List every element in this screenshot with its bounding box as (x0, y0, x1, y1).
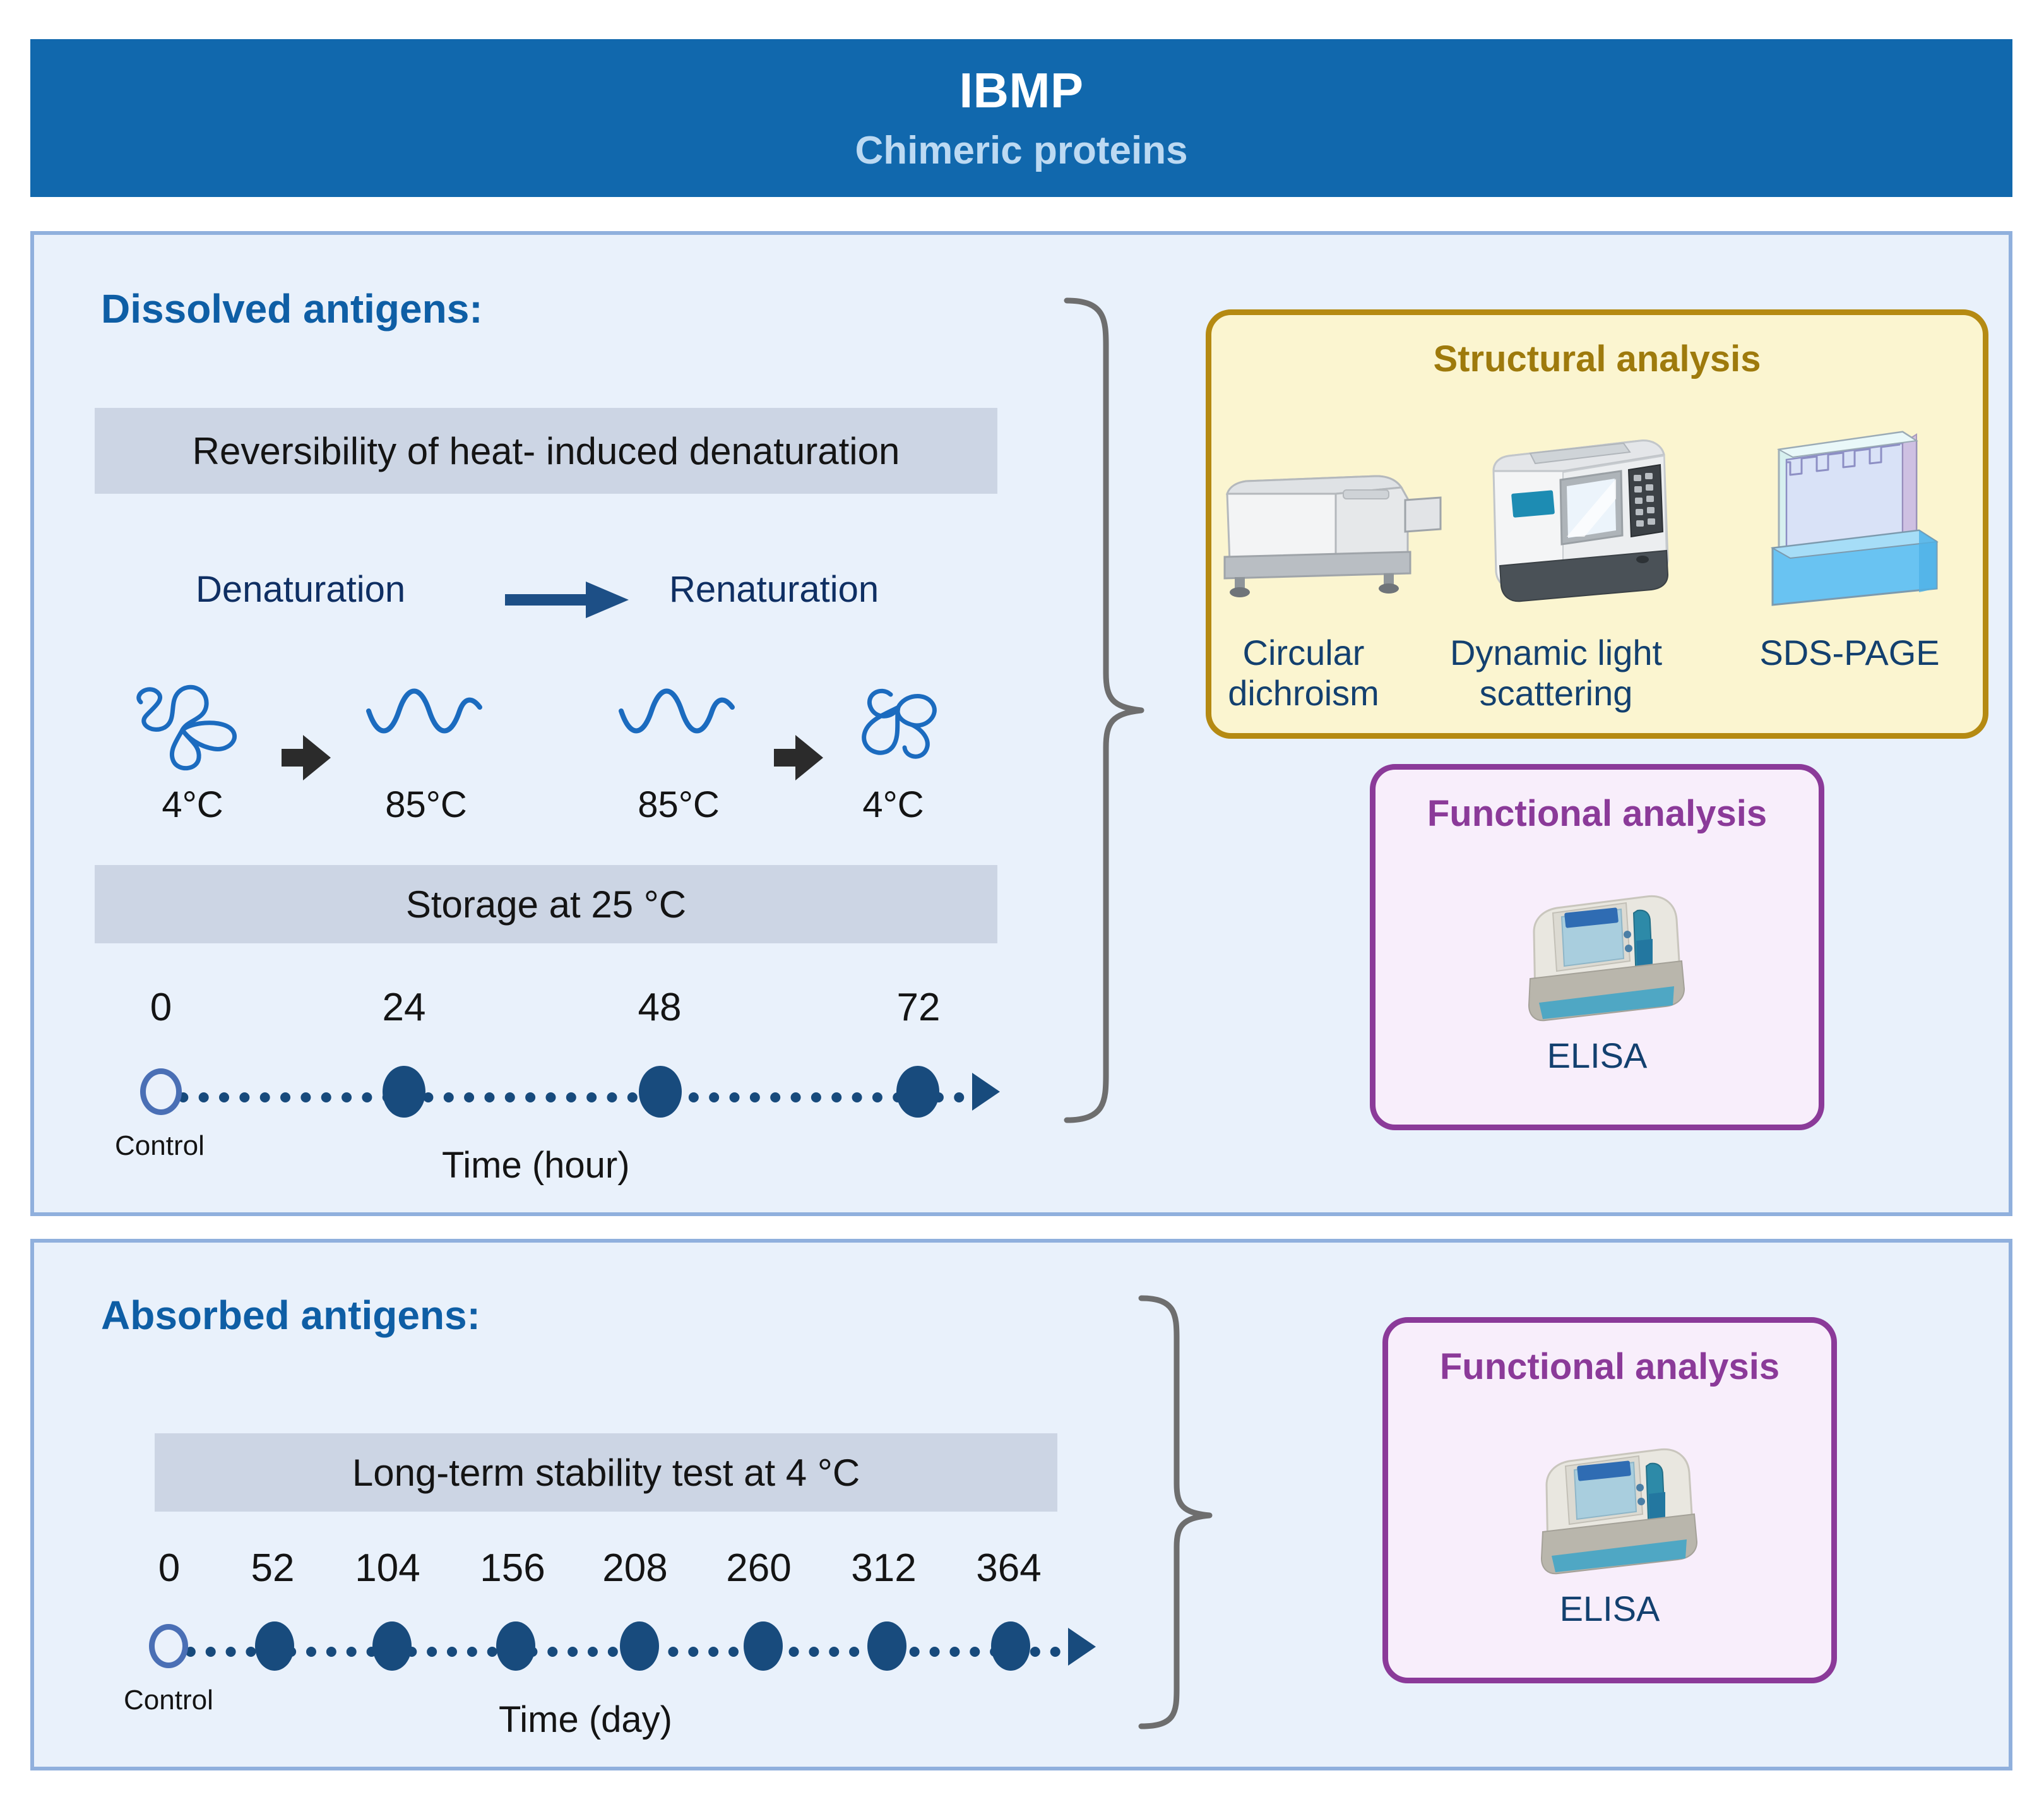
protein-state-3: 85°C (606, 669, 751, 826)
tl-tick-24: 24 (382, 986, 426, 1029)
section-title-dissolved: Dissolved antigens: (101, 286, 483, 331)
timeline-point-156[interactable] (496, 1621, 535, 1671)
brace-absorbed (1136, 1294, 1218, 1733)
timeline-point-48[interactable] (639, 1066, 682, 1118)
timeline-axis-label: Time (hour) (442, 1145, 630, 1186)
instrument-label-cd: Circular dichroism (1228, 633, 1379, 713)
timeline-track (158, 1092, 985, 1102)
tl-day-tick-156: 156 (480, 1546, 545, 1590)
timeline-axis-label-absorbed: Time (day) (499, 1699, 672, 1740)
protein-temp-2: 85°C (385, 784, 467, 825)
tl-day-tick-312: 312 (851, 1546, 917, 1590)
label-denaturation: Denaturation (196, 569, 406, 610)
card-title-functional-top: Functional analysis (1427, 793, 1768, 834)
tl-day-tick-104: 104 (355, 1546, 420, 1590)
timeline-point-260[interactable] (744, 1621, 783, 1671)
tl-day-tick-52: 52 (251, 1546, 295, 1590)
timeline-control-label-absorbed: Control (124, 1685, 213, 1716)
timeline-point-364[interactable] (991, 1621, 1030, 1671)
plate-reader-icon (1528, 1431, 1704, 1585)
timeline-point-control-day[interactable] (149, 1624, 188, 1668)
page-title: IBMP (959, 62, 1084, 118)
instrument-label-elisa-top: ELISA (1547, 1036, 1648, 1075)
right-arrow-icon (505, 578, 631, 625)
protein-temp-1: 4°C (162, 784, 223, 825)
section-title-absorbed: Absorbed antigens: (101, 1293, 480, 1338)
timeline-control-label: Control (115, 1130, 205, 1161)
tl-tick-48: 48 (638, 986, 682, 1029)
tl-tick-72: 72 (896, 986, 941, 1029)
tl-day-tick-364: 364 (976, 1546, 1042, 1590)
condition-bar-storage: Storage at 25 °C (95, 865, 997, 943)
figure-header: IBMP Chimeric proteins (30, 39, 2012, 197)
page-subtitle: Chimeric proteins (855, 129, 1188, 173)
timeline-point-24[interactable] (383, 1066, 425, 1118)
instrument-label-elisa-bottom: ELISA (1559, 1589, 1660, 1628)
tl-day-tick-208: 208 (602, 1546, 668, 1590)
plate-reader-icon (1515, 878, 1692, 1032)
timeline-point-312[interactable] (867, 1621, 906, 1671)
card-title-structural: Structural analysis (1433, 338, 1761, 379)
protein-temp-4: 4°C (862, 784, 924, 825)
timeline-arrowhead-icon-absorbed (1068, 1628, 1096, 1666)
unfolded-protein-icon (366, 688, 482, 734)
card-title-functional-bottom: Functional analysis (1439, 1346, 1780, 1387)
timeline-point-72[interactable] (896, 1066, 939, 1118)
timeline-point-control[interactable] (140, 1068, 182, 1115)
cd-spectrometer-icon (1218, 461, 1446, 609)
protein-state-4: 4°C (821, 669, 966, 826)
instrument-label-sdspage: SDS-PAGE (1759, 633, 1940, 672)
gel-tank-icon (1768, 423, 1957, 616)
dls-instrument-icon (1483, 436, 1679, 616)
folded-protein-icon (862, 689, 937, 759)
protein-state-1: 4°C (120, 669, 265, 826)
timeline-point-52[interactable] (255, 1621, 294, 1671)
small-arrow-icon-2 (770, 726, 827, 792)
timeline-arrowhead-icon (972, 1073, 1000, 1111)
protein-temp-3: 85°C (638, 784, 720, 825)
brace-dissolved (1061, 297, 1149, 1127)
small-arrow-icon-1 (278, 726, 335, 792)
unfolded-protein-icon (619, 688, 735, 734)
condition-bar-reversibility: Reversibility of heat- induced denaturat… (95, 408, 997, 494)
tl-tick-0: 0 (150, 986, 172, 1029)
instrument-label-dls: Dynamic light scattering (1449, 633, 1663, 713)
protein-state-2: 85°C (354, 669, 499, 826)
tl-day-tick-0: 0 (158, 1546, 181, 1590)
timeline-point-104[interactable] (372, 1621, 412, 1671)
condition-bar-longterm: Long-term stability test at 4 °C (155, 1433, 1057, 1512)
label-renaturation: Renaturation (669, 569, 879, 610)
folded-protein-icon (136, 684, 237, 771)
timeline-point-208[interactable] (620, 1621, 659, 1671)
tl-day-tick-260: 260 (726, 1546, 792, 1590)
